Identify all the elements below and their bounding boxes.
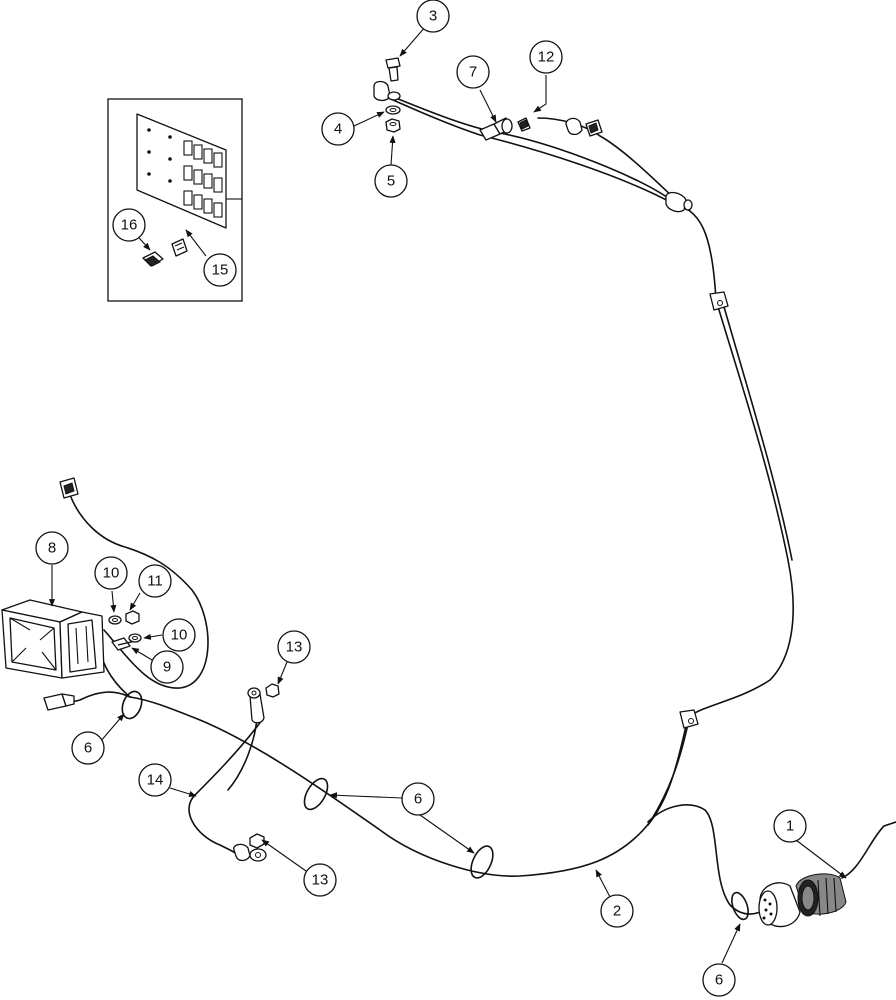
switch-connector-15-icon	[171, 238, 188, 257]
harness-plug-left-icon	[59, 477, 79, 499]
svg-text:7: 7	[469, 64, 477, 81]
callout-6-mid: 6	[401, 782, 435, 816]
svg-text:10: 10	[103, 565, 120, 582]
svg-text:12: 12	[538, 49, 555, 66]
nut-5-icon	[385, 118, 401, 133]
ring-terminal-13-lower-icon	[233, 843, 267, 862]
callout-3: 3	[416, 0, 450, 33]
nut-13-upper-icon	[265, 683, 280, 698]
ground-wire-14	[188, 717, 263, 858]
cable-tie-6-right-icon	[470, 845, 494, 879]
svg-text:11: 11	[147, 573, 163, 590]
main-connector-1-icon	[758, 873, 847, 928]
bulb-socket-7-icon	[479, 117, 531, 141]
svg-text:16: 16	[121, 217, 138, 234]
cable-tie-6-mid-icon	[303, 777, 329, 811]
callout-13-upper: 13	[277, 630, 311, 664]
callout-10-lower: 10	[162, 618, 196, 652]
washer-4-icon	[385, 105, 401, 115]
cable-clip-lower-icon	[679, 709, 699, 729]
svg-text:6: 6	[414, 791, 422, 808]
svg-text:13: 13	[312, 872, 329, 889]
svg-text:5: 5	[387, 173, 395, 190]
svg-text:6: 6	[715, 972, 723, 989]
svg-text:2: 2	[613, 903, 621, 920]
washer-10-upper-icon	[108, 615, 122, 625]
nut-13-lower-icon	[249, 833, 265, 849]
panel-switch-openings	[183, 140, 223, 218]
horn-8-icon	[1, 599, 105, 679]
callout-15: 15	[203, 253, 237, 287]
svg-text:4: 4	[334, 121, 342, 138]
rocker-switch-16-icon	[142, 251, 164, 267]
callout-11: 11	[138, 564, 172, 598]
washer-10-lower-icon	[128, 633, 142, 643]
cable-tie-6-bottom-icon	[731, 891, 749, 921]
svg-text:15: 15	[212, 262, 229, 279]
callout-14: 14	[138, 763, 172, 797]
callout-9: 9	[150, 650, 184, 684]
svg-text:9: 9	[163, 659, 171, 676]
bolt-9-icon	[111, 637, 141, 651]
cable-tie-6-left-icon	[121, 690, 143, 720]
connector-12-icon	[565, 117, 603, 137]
svg-text:8: 8	[48, 540, 56, 557]
callout-4: 4	[321, 112, 355, 146]
leader-lines	[48, 25, 847, 964]
callout-7: 7	[456, 55, 490, 89]
svg-text:6: 6	[84, 740, 92, 757]
ground-terminal-top-icon	[373, 80, 401, 102]
svg-text:14: 14	[147, 772, 164, 789]
callout-6-left: 6	[71, 731, 105, 765]
svg-text:13: 13	[286, 639, 303, 656]
callout-12: 12	[529, 40, 563, 74]
callout-5: 5	[374, 164, 408, 198]
bolt-3-icon	[385, 57, 401, 82]
main-harness-wires	[47, 93, 896, 915]
svg-text:3: 3	[429, 8, 437, 25]
switch-panel-inset	[107, 98, 243, 302]
panel-mounting-holes	[147, 128, 172, 183]
svg-text:10: 10	[171, 627, 188, 644]
callout-13-lower: 13	[303, 863, 337, 897]
callout-1: 1	[773, 809, 807, 843]
callout-6-bottom: 6	[702, 963, 736, 997]
callout-2: 2	[600, 894, 634, 928]
svg-text:1: 1	[786, 818, 794, 835]
nut-11-icon	[125, 610, 140, 625]
callout-8: 8	[35, 531, 69, 565]
cable-clip-upper-icon	[709, 291, 729, 311]
inline-ferrule-icon	[665, 191, 693, 213]
horn-connector-icon	[43, 693, 75, 711]
callout-10-upper: 10	[94, 556, 128, 590]
ring-terminal-13-upper-icon	[247, 687, 265, 724]
callout-16: 16	[112, 208, 146, 242]
